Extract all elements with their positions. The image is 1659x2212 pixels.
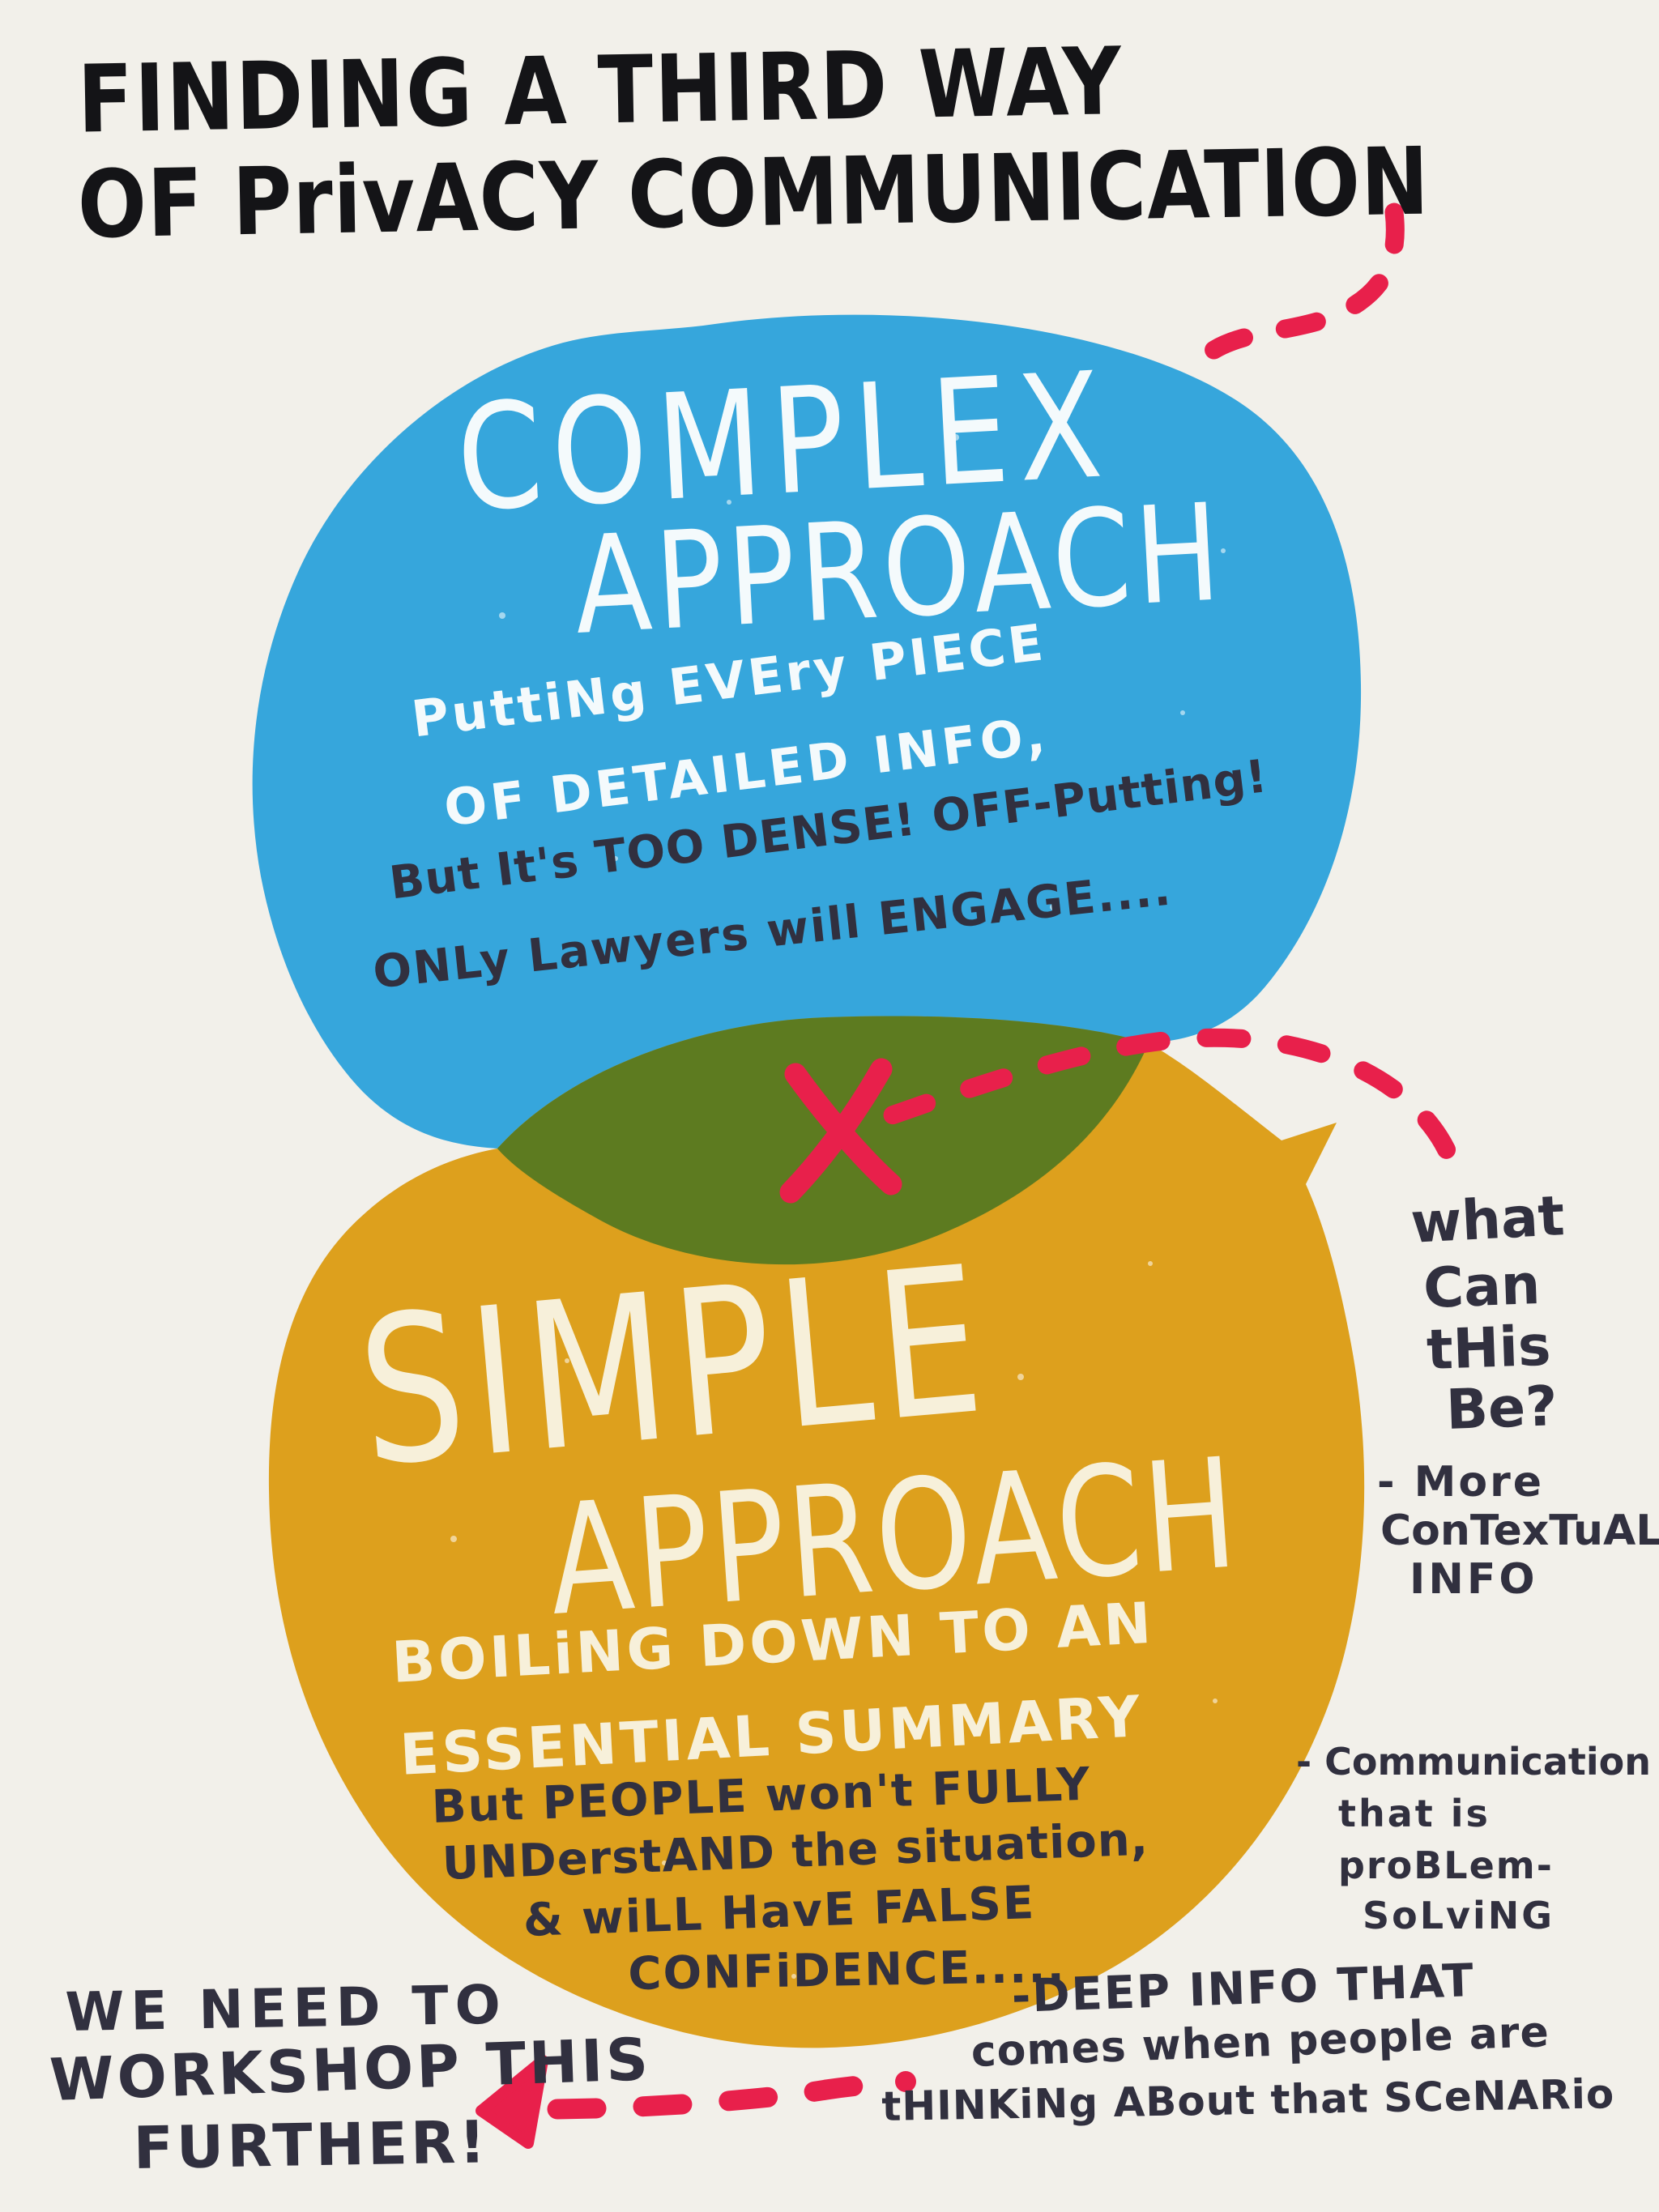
simple-blob-shape [268,1016,1365,2048]
bullet-more-contextual-info-line-3: INFO [1410,1555,1538,1604]
workshop-connector-end-dot [895,2071,916,2092]
rejection-x-icon [779,1058,902,1204]
bullet-more-contextual-info-line-2: ConTexTuAL [1380,1507,1659,1555]
workshop-dashed-connector [547,2072,908,2120]
bullet-problem-solving-line-4: SoLviNG [1363,1894,1555,1937]
bullet-problem-solving-line-1: - Communication [1296,1740,1652,1784]
title-to-complex-dashed-connector [1192,202,1405,369]
workshop-arrowhead-icon [476,2055,548,2149]
overlap-to-question-dashed-connector [857,1028,1469,1200]
complex-blob-shape [252,314,1362,1265]
bullet-problem-solving-line-2: that is [1338,1792,1491,1835]
footer-note-line-1: WE NEED TO [64,1973,508,2044]
texture-speckles [450,434,1226,1979]
footer-note-line-3: FURTHER! [132,2108,489,2182]
bullet-more-contextual-info-line-1: - More [1377,1458,1545,1507]
bullet-problem-solving-line-3: proBLem- [1338,1843,1554,1887]
